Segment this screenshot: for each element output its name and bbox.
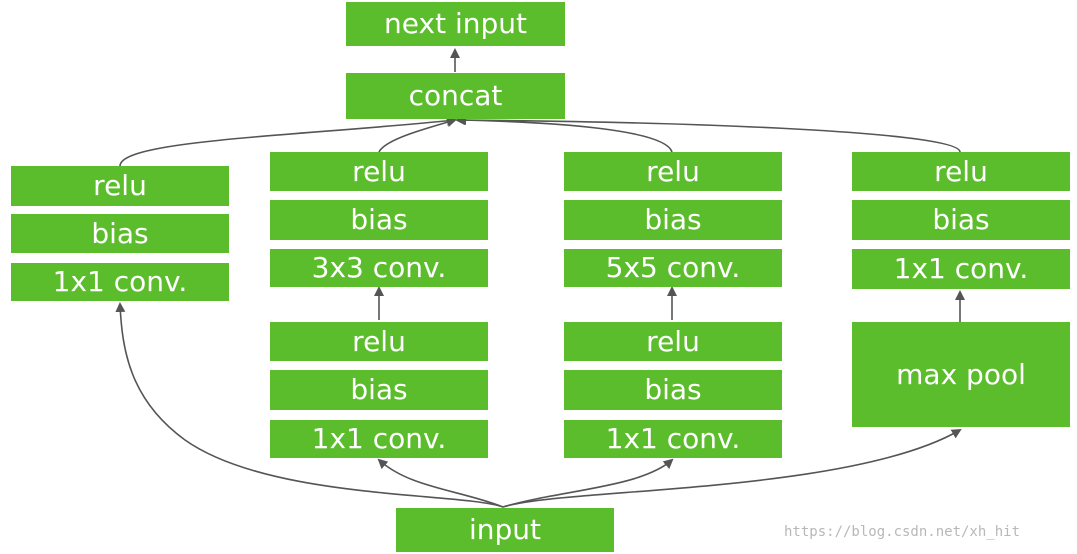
branch2-top-relu: relu	[270, 152, 488, 191]
input-box: input	[396, 508, 614, 552]
concat-box: concat	[346, 73, 565, 119]
branch3-conv-5x5: 5x5 conv.	[564, 249, 782, 287]
branch2-top-bias: bias	[270, 200, 488, 240]
branch1-relu: relu	[11, 166, 229, 206]
branch3-bottom-relu: relu	[564, 322, 782, 361]
arrow-branch4-to-concat	[456, 115, 961, 153]
branch4-conv-1x1: 1x1 conv.	[852, 249, 1070, 289]
branch2-conv-1x1: 1x1 conv.	[270, 420, 488, 458]
branch1-bias: bias	[11, 214, 229, 253]
watermark-text: https://blog.csdn.net/xh_hit	[784, 524, 1021, 540]
branch4-relu: relu	[852, 152, 1070, 191]
branch2-bottom-bias: bias	[270, 370, 488, 410]
branch2-bottom-relu: relu	[270, 322, 488, 361]
arrow-input-to-pool	[502, 428, 962, 508]
branch2-conv-3x3: 3x3 conv.	[270, 249, 488, 287]
branch3-top-bias: bias	[564, 200, 782, 240]
arrow-branch2-to-concat	[378, 117, 457, 153]
branch3-top-relu: relu	[564, 152, 782, 191]
arrow-input-to-branch3	[502, 458, 674, 508]
branch3-bottom-bias: bias	[564, 370, 782, 410]
arrow-branch3-to-concat	[455, 115, 673, 153]
branch4-bias: bias	[852, 200, 1070, 240]
branch3-conv-1x1: 1x1 conv.	[564, 420, 782, 458]
arrow-branch1-to-concat	[119, 115, 457, 167]
next-input-box: next input	[346, 2, 565, 46]
arrow-input-to-branch1	[115, 302, 504, 508]
branch4-max-pool: max pool	[852, 322, 1070, 427]
arrow-input-to-branch2	[377, 458, 504, 508]
branch1-conv-1x1: 1x1 conv.	[11, 263, 229, 301]
